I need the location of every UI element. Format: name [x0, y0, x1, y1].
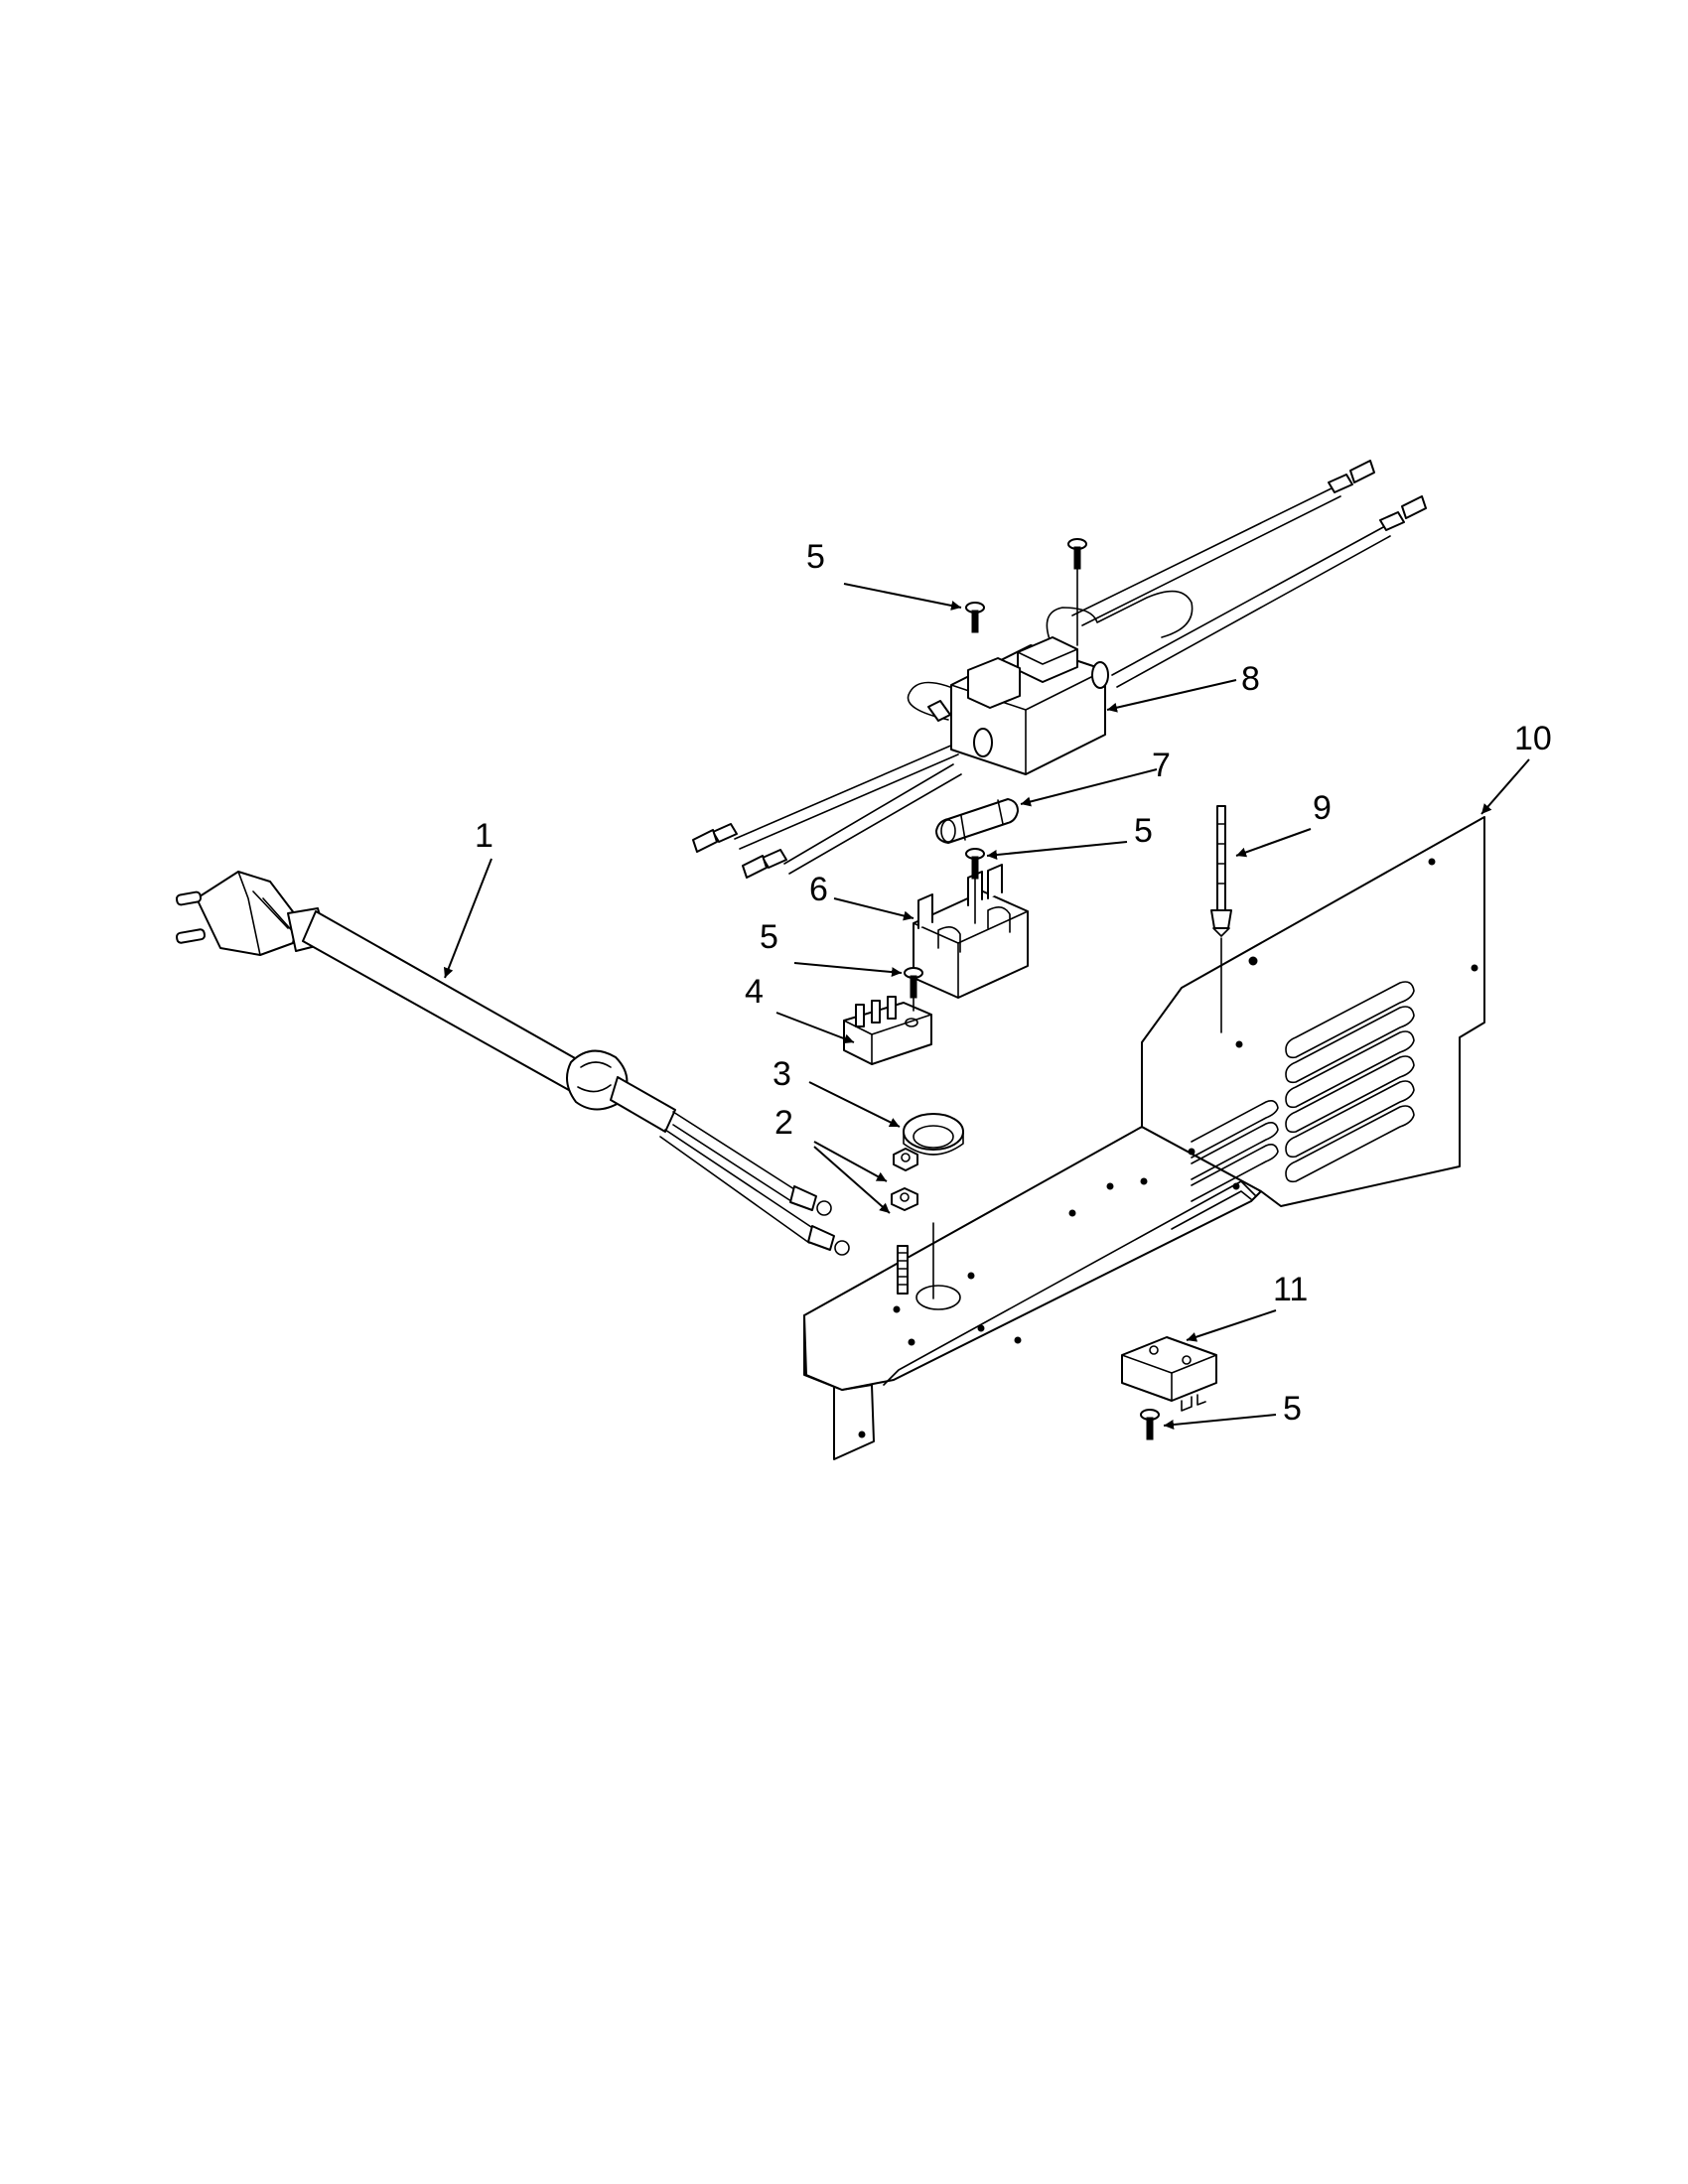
callout-9: 9 [1313, 789, 1332, 827]
callout-5-c: 5 [760, 918, 778, 956]
part-7-fuse [935, 798, 1019, 844]
screw-1 [965, 602, 985, 633]
callout-5-a: 5 [806, 538, 825, 576]
callout-5-d: 5 [1283, 1390, 1302, 1428]
part-11-mount-clip [1121, 1336, 1217, 1412]
part-6-fuse-holder [913, 864, 1029, 999]
part-4-terminal-block [843, 996, 932, 1065]
screw-3 [965, 848, 985, 924]
callout-8: 8 [1241, 660, 1260, 698]
part-5-screws [904, 538, 1160, 1440]
callout-7: 7 [1152, 747, 1171, 784]
screw-2 [1067, 538, 1087, 646]
louvre-vents [1191, 981, 1415, 1202]
callout-4: 4 [745, 973, 764, 1011]
callout-labels: 1 2 3 4 5 5 5 5 6 7 8 9 10 11 [475, 538, 1552, 1428]
callout-6: 6 [809, 871, 828, 908]
screw-4 [904, 967, 923, 1012]
callout-10: 10 [1514, 720, 1552, 757]
callout-11: 11 [1273, 1271, 1308, 1308]
part-2-nut-and-stud [891, 1148, 934, 1299]
part-3-bushing [903, 1113, 964, 1156]
callout-5-b: 5 [1134, 812, 1153, 850]
callout-1: 1 [475, 817, 493, 855]
part-10-base-bracket [803, 816, 1485, 1460]
callout-3: 3 [773, 1055, 791, 1093]
mounting-holes [858, 858, 1478, 1438]
part-9-cable-tie [1210, 805, 1232, 1033]
part-8-filter-module [692, 460, 1427, 879]
part-1-power-cord [175, 871, 850, 1256]
leader-lines [443, 583, 1530, 1431]
callout-2: 2 [774, 1104, 793, 1142]
screw-5 [1140, 1409, 1160, 1440]
